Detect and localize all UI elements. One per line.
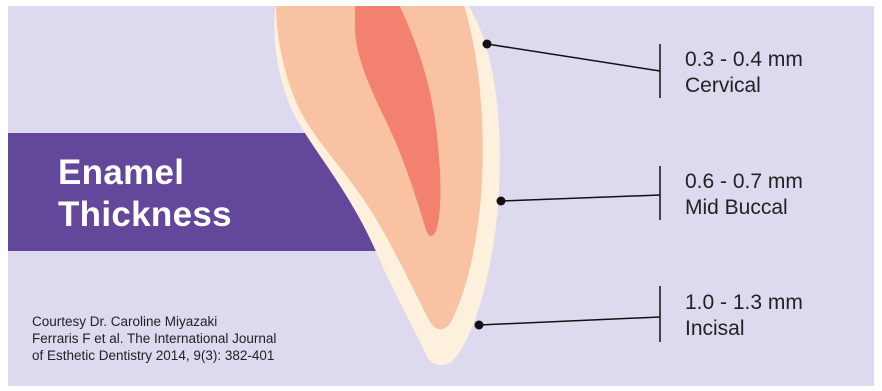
label-cervical: 0.3 - 0.4 mm Cervical [685, 47, 803, 99]
label-incisal-value: 1.0 - 1.3 mm [685, 290, 803, 316]
source-credit: Courtesy Dr. Caroline Miyazaki Ferraris … [32, 313, 276, 364]
diagram-canvas: Enamel Thickness 0.3 - 0.4 mm Cervical 0… [8, 6, 874, 386]
credit-line-2: Ferraris F et al. The International Jour… [32, 330, 276, 347]
measurement-incisal-leader [475, 286, 661, 342]
label-incisal-region: Incisal [685, 316, 803, 342]
label-midbuccal: 0.6 - 0.7 mm Mid Buccal [685, 169, 803, 221]
label-cervical-value: 0.3 - 0.4 mm [685, 47, 803, 73]
label-midbuccal-value: 0.6 - 0.7 mm [685, 169, 803, 195]
measurement-cervical-leader [483, 40, 661, 99]
credit-line-3: of Esthetic Dentistry 2014, 9(3): 382-40… [32, 347, 276, 364]
label-incisal: 1.0 - 1.3 mm Incisal [685, 290, 803, 342]
credit-line-1: Courtesy Dr. Caroline Miyazaki [32, 313, 276, 330]
measurement-midbuccal-leader [497, 166, 661, 220]
title-line-2: Thickness [58, 194, 232, 236]
label-cervical-region: Cervical [685, 73, 803, 99]
label-midbuccal-region: Mid Buccal [685, 195, 803, 221]
diagram-title: Enamel Thickness [58, 152, 232, 236]
title-line-1: Enamel [58, 152, 232, 194]
